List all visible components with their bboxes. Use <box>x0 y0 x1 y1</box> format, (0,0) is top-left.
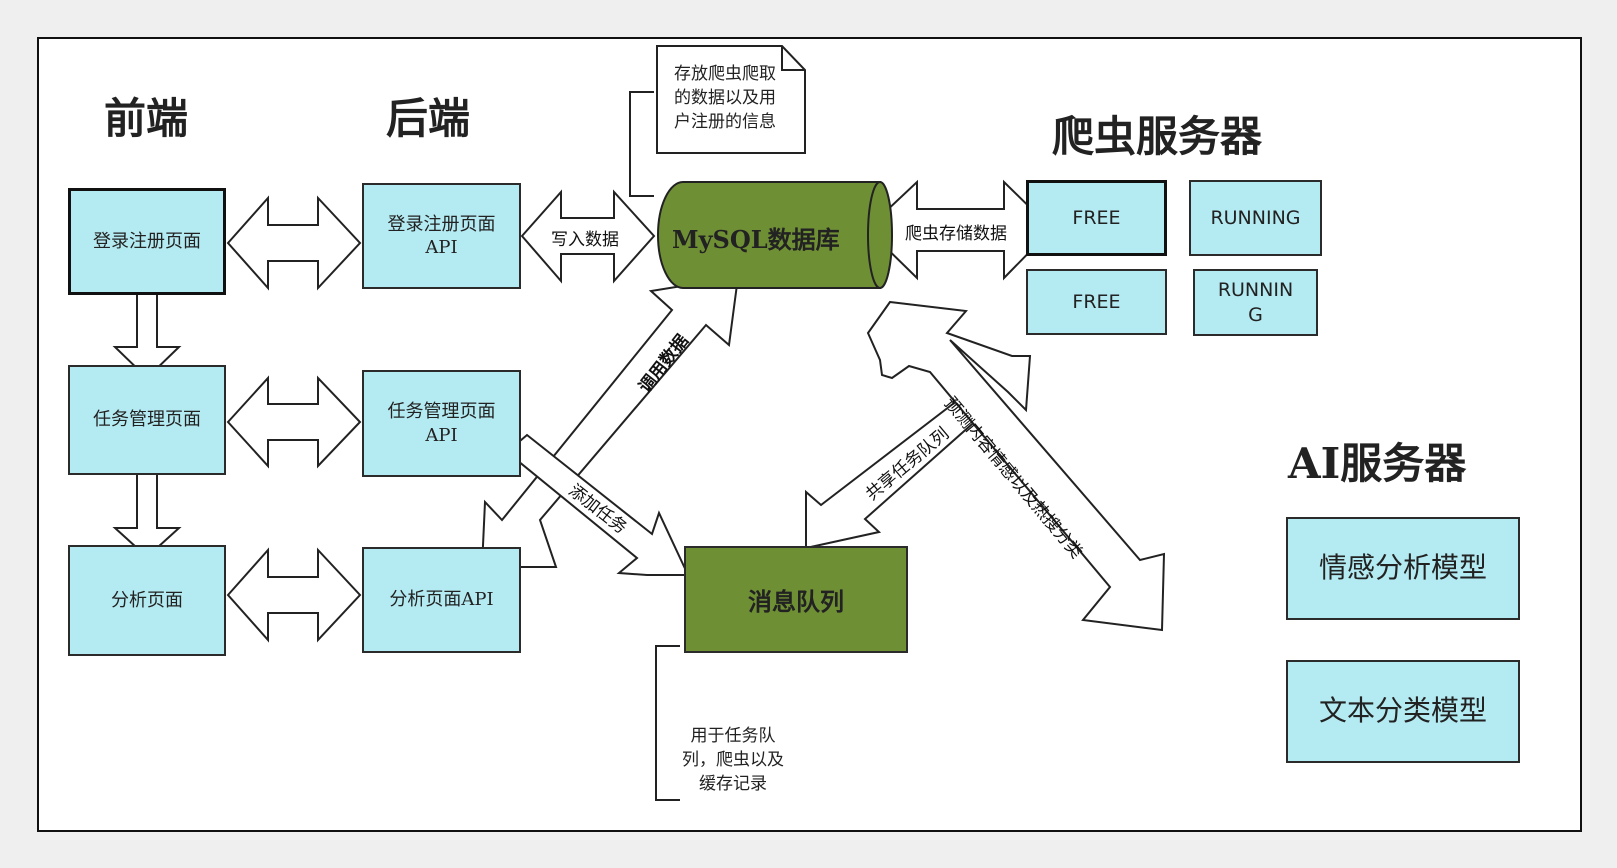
mysql-database-label: MySQL数据库 <box>672 225 840 254</box>
crawler-node-2: RUNNING <box>1189 180 1322 256</box>
sentiment-model: 情感分析模型 <box>1286 517 1520 620</box>
database-note: 存放爬虫爬取 的数据以及用 户注册的信息 <box>674 64 776 132</box>
text-classification-model: 文本分类模型 <box>1286 660 1520 763</box>
mysql-cylinder <box>657 181 893 289</box>
backend-task-api: 任务管理页面 API <box>362 370 521 477</box>
backend-login-api: 登录注册页面 API <box>362 183 521 289</box>
frontend-login-page: 登录注册页面 <box>68 188 226 295</box>
heading-frontend: 前端 <box>104 94 189 143</box>
double-arrow-login <box>226 195 362 291</box>
crawler-node-3: FREE <box>1026 269 1167 335</box>
double-arrow-predict <box>866 300 1166 632</box>
db-note-bracket <box>629 91 654 197</box>
heading-crawler-server: 爬虫服务器 <box>1052 112 1263 161</box>
down-arrow-task-analysis <box>112 460 182 559</box>
crawler-node-4: RUNNIN G <box>1193 269 1318 336</box>
label-crawler-store: 爬虫存储数据 <box>905 224 1007 244</box>
label-write-data: 写入数据 <box>551 230 619 250</box>
arrow-shared-queue <box>805 398 982 550</box>
crawler-node-1: FREE <box>1026 180 1167 256</box>
message-queue: 消息队列 <box>684 546 908 653</box>
frontend-analysis-page: 分析页面 <box>68 545 226 656</box>
heading-backend: 后端 <box>386 94 471 143</box>
heading-ai-server: AI服务器 <box>1288 439 1467 488</box>
down-arrow-login-task <box>112 282 182 380</box>
backend-analysis-api: 分析页面API <box>362 547 521 653</box>
db-note-paper <box>656 45 806 154</box>
double-arrow-task <box>226 375 362 469</box>
double-arrow-write-data <box>520 189 656 284</box>
queue-note-bracket <box>655 645 680 801</box>
frontend-task-page: 任务管理页面 <box>68 365 226 475</box>
double-arrow-analysis <box>226 547 362 643</box>
queue-note: 用于任务队 列，爬虫以及 缓存记录 <box>682 726 784 794</box>
